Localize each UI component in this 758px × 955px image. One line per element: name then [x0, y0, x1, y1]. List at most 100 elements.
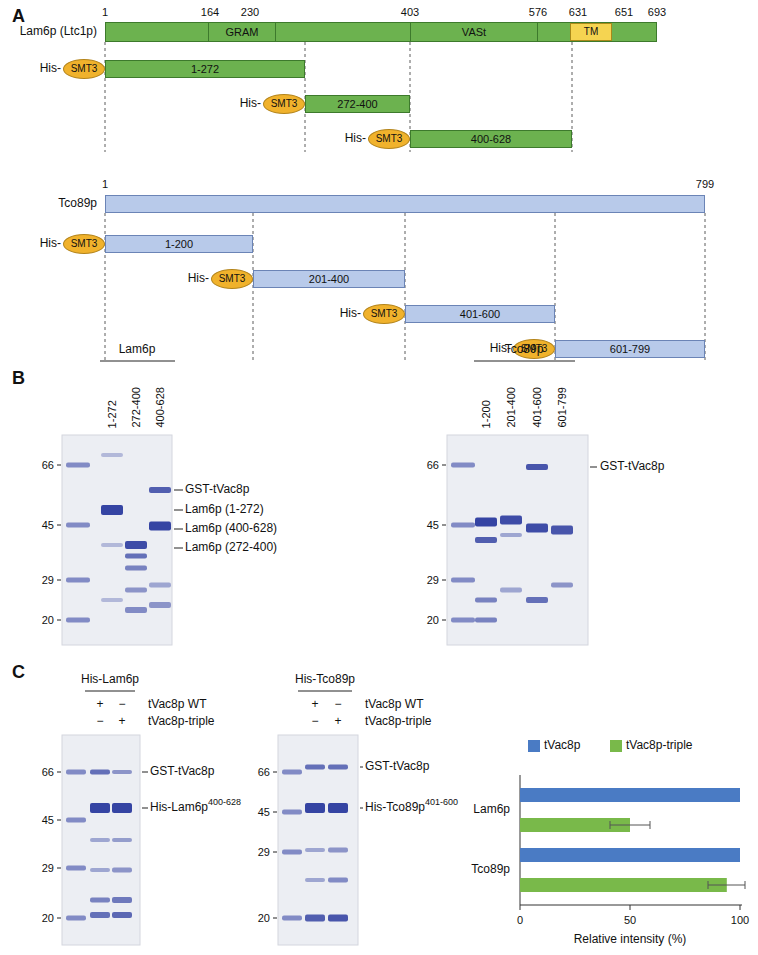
gel-band [112, 838, 132, 842]
gel-band [101, 505, 123, 515]
gel-band [112, 803, 132, 813]
figure-label: 100 [731, 914, 749, 927]
node-label: VASt [462, 26, 486, 39]
gel-band [90, 770, 110, 775]
figure-label: Tco89p [505, 343, 544, 357]
gel-band [101, 453, 123, 457]
figure-label: GST-tVac8p [365, 760, 429, 774]
figure-label: 164 [201, 6, 219, 19]
gel-band [451, 463, 475, 468]
protein-bar: Lam6p (Ltc1p)GRAMVAStTM [105, 22, 657, 42]
tag-oval: SMT3 [368, 129, 410, 149]
gel-band [112, 897, 132, 903]
legend-text: tVac8p-triple [626, 739, 692, 753]
node-label: SMT3 [71, 238, 98, 250]
gel-band [475, 598, 497, 603]
gel-band [66, 523, 90, 528]
figure-label: 693 [648, 6, 666, 19]
figure-label: 66 [42, 766, 54, 779]
gel-band [305, 848, 325, 852]
figure-label: − [118, 698, 125, 712]
figure-label: 20 [427, 614, 439, 627]
figure-label: tVac8p WT [365, 698, 423, 712]
gel-band [328, 765, 348, 770]
figure-label: Lam6p [119, 343, 156, 357]
legend-swatch [610, 740, 622, 752]
gel-band [66, 463, 90, 468]
figure-label: 1 [102, 178, 108, 191]
marker-tick [273, 772, 277, 773]
marker-tick [273, 918, 277, 919]
figure-label: 66 [258, 766, 270, 779]
gel-image [278, 735, 358, 945]
gel-band [305, 803, 325, 813]
header-rule [474, 361, 575, 362]
legend-swatch [528, 740, 540, 752]
gel-band [451, 618, 475, 623]
marker-tick [442, 465, 446, 466]
construct-box: 400-628 [410, 130, 572, 148]
marker-tick [57, 525, 61, 526]
band-tick [174, 510, 183, 511]
band-tick [360, 808, 363, 809]
figure-label: 576 [529, 6, 547, 19]
chart-bar [520, 848, 740, 862]
node-label: SMT3 [219, 273, 246, 285]
node-label: Tco89p [58, 197, 97, 211]
error-cap [610, 821, 611, 829]
legend-text: tVac8p [544, 739, 580, 753]
figure-label: − [334, 698, 341, 712]
figure-label: Lam6p (1-272) [185, 503, 264, 517]
gel-band [305, 765, 325, 770]
node-label: 1-272 [191, 63, 219, 76]
gel-band [149, 583, 171, 588]
marker-tick [442, 580, 446, 581]
gel-band [451, 523, 475, 528]
panel-letter: C [12, 662, 25, 683]
figure-label: 401-600 [531, 388, 544, 428]
figure-label: − [311, 715, 318, 729]
axis-tick [630, 905, 631, 910]
gel-band [66, 618, 90, 623]
gel-image [62, 435, 172, 645]
gel-band [328, 803, 348, 813]
marker-tick [57, 580, 61, 581]
figure-label: 401-600 [425, 797, 458, 807]
figure-label: Lam6p [473, 803, 510, 817]
figure-label: 29 [42, 574, 54, 587]
construct-box: 401-600 [405, 305, 555, 323]
protein-bar: Tco89p [105, 195, 705, 213]
gel-band [551, 583, 573, 588]
node-label: 601-799 [610, 343, 650, 356]
gel-band [125, 607, 147, 613]
figure-label: His- [40, 237, 61, 251]
gel-band [305, 878, 325, 882]
gel-band [500, 588, 522, 593]
marker-tick [57, 918, 61, 919]
band-tick [174, 490, 183, 491]
construct-box: 1-272 [105, 60, 305, 78]
gel-band [500, 533, 522, 537]
node-label: 400-628 [471, 133, 511, 146]
marker-tick [57, 820, 61, 821]
gel-band [282, 916, 302, 921]
node-label: SMT3 [376, 133, 403, 145]
node-label: 201-400 [309, 273, 349, 286]
gel-band [112, 770, 132, 774]
tag-oval: SMT3 [211, 269, 253, 289]
figure-label: + [96, 698, 103, 712]
gel-band [90, 838, 110, 842]
marker-tick [273, 852, 277, 853]
panel-letter: A [12, 6, 25, 27]
gel-band [475, 518, 497, 527]
figure-label: 230 [241, 6, 259, 19]
domain-segment: VASt [410, 23, 538, 41]
figure-label: His- [188, 272, 209, 286]
header-rule [100, 361, 175, 362]
marker-tick [57, 772, 61, 773]
figure-label: 272-400 [130, 388, 143, 428]
figure-label: + [334, 715, 341, 729]
gel-band [66, 916, 86, 921]
node-label: SMT3 [271, 98, 298, 110]
figure-label: His- [340, 307, 361, 321]
